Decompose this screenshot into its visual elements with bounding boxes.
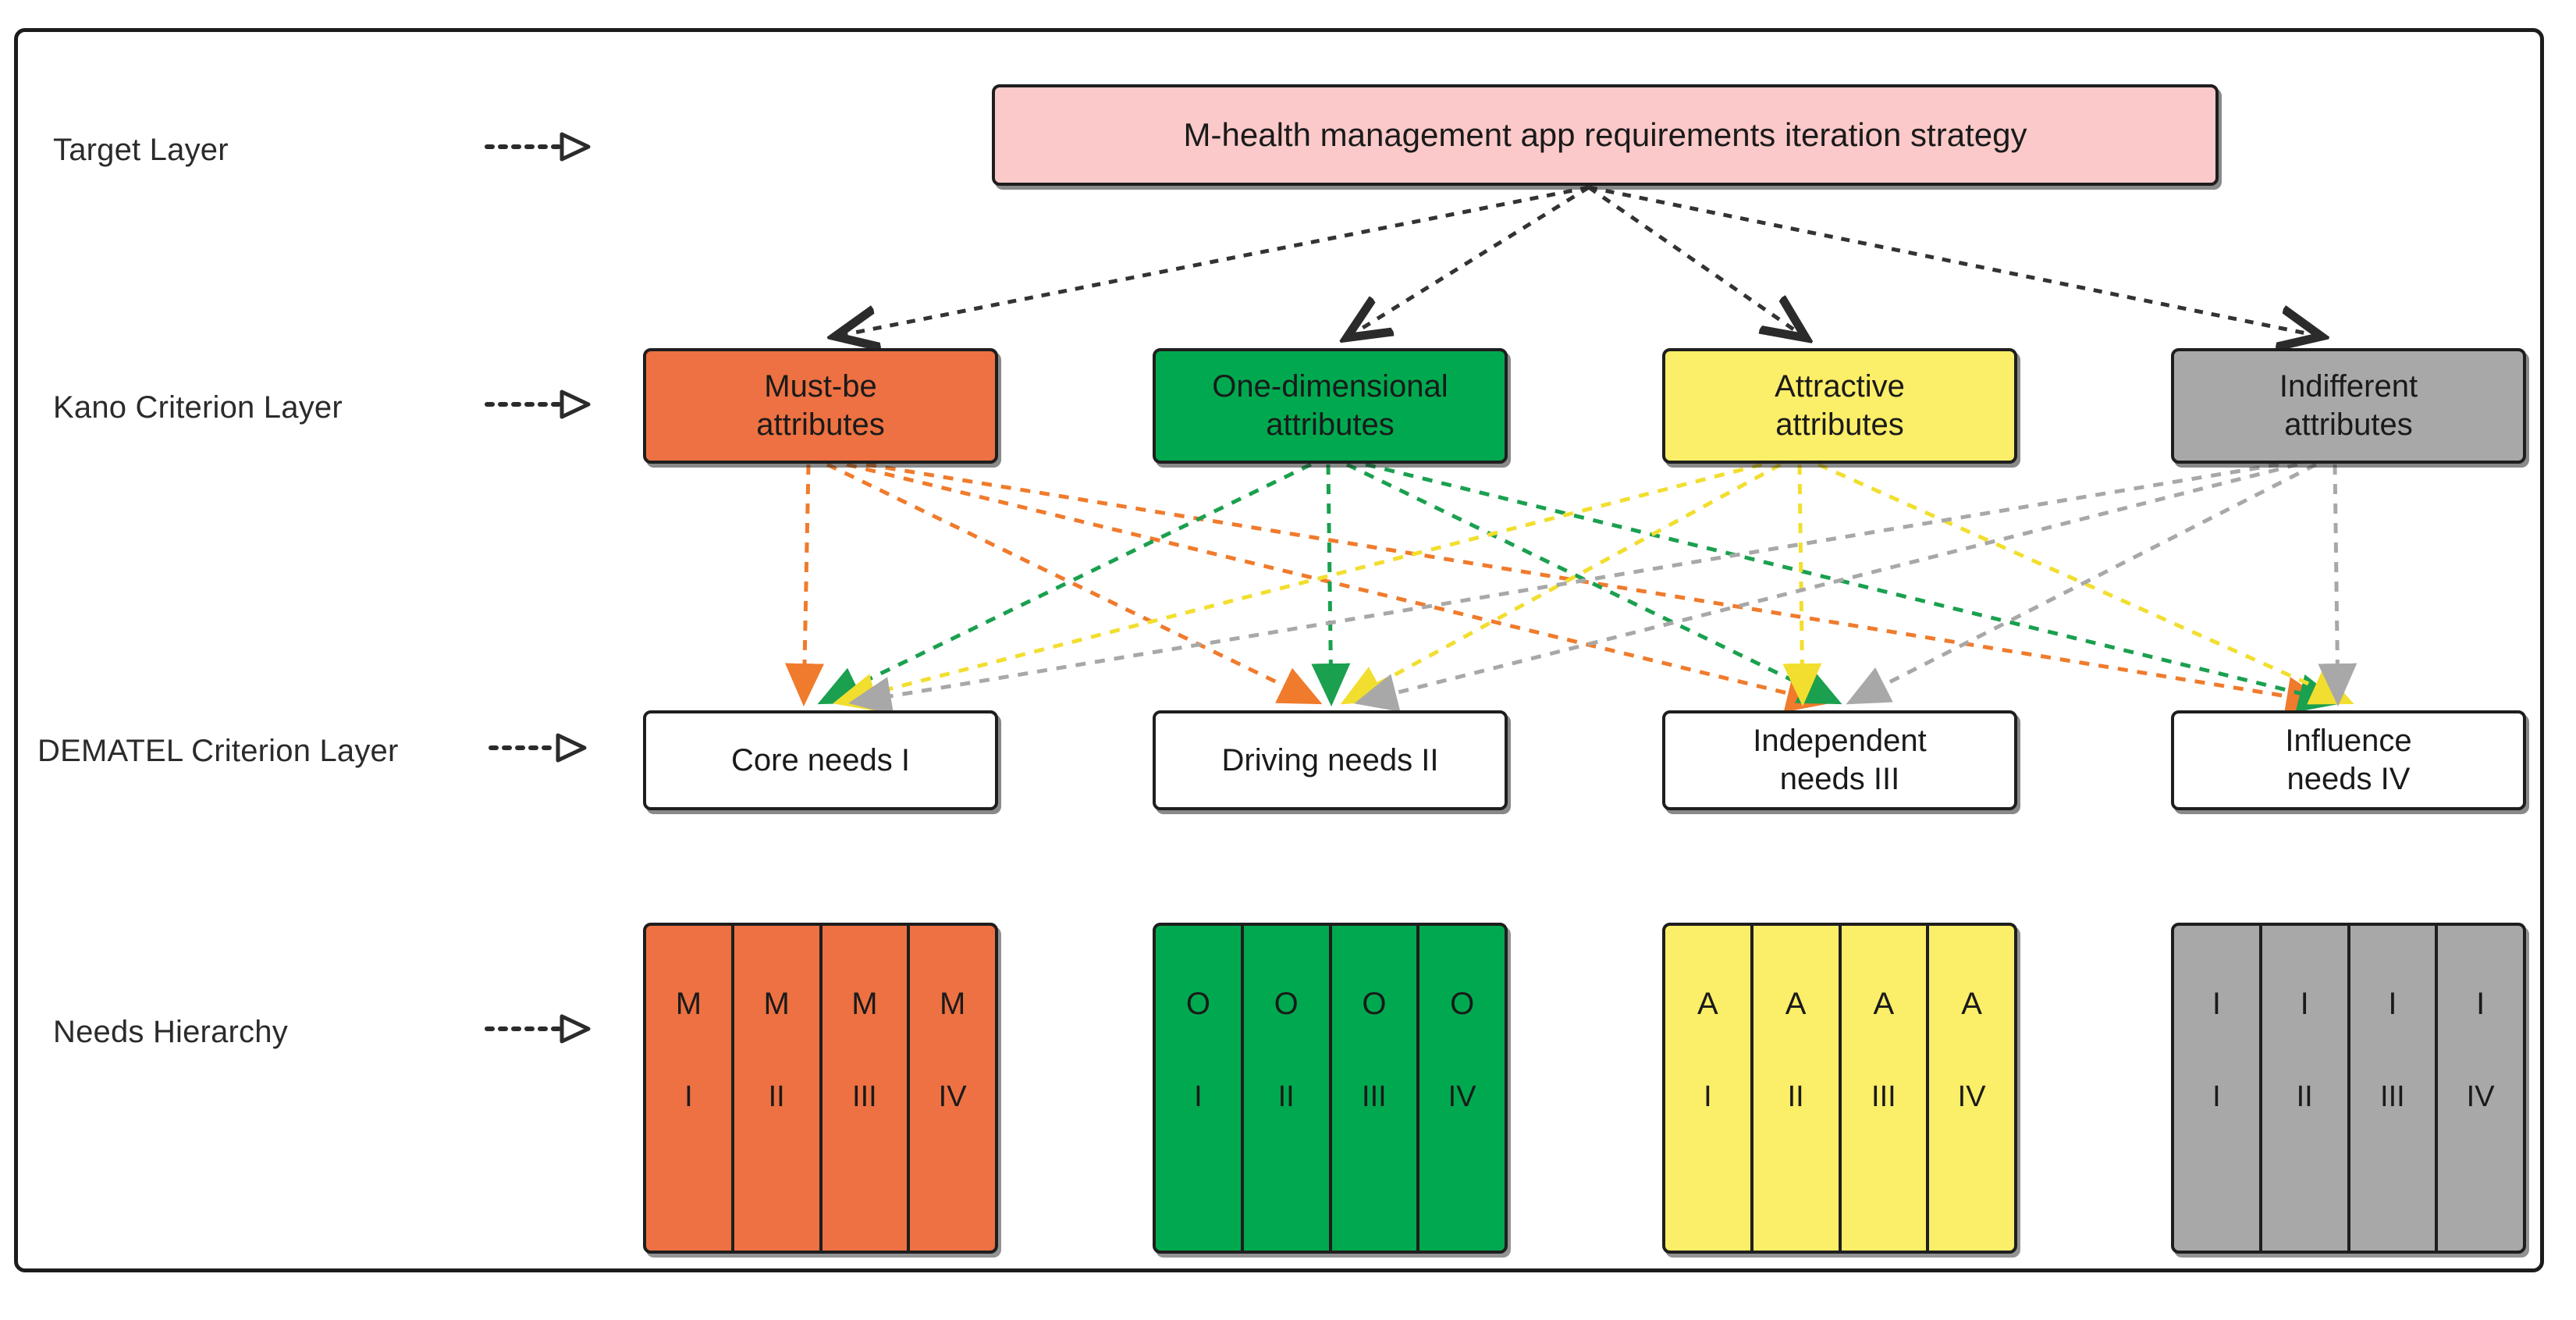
node-target-strategy[interactable]: M-health management app requirements ite… — [992, 84, 2219, 186]
hierarchy-cell-number: I — [2212, 1080, 2221, 1113]
hierarchy-cell-code: O — [1185, 987, 1210, 1021]
hierarchy-cell[interactable]: A I — [1665, 926, 1753, 1251]
hierarchy-cell-code: M — [675, 987, 702, 1021]
node-kano-one-dimensional[interactable]: One-dimensional attributes — [1153, 348, 1508, 464]
hierarchy-cell-code: M — [851, 987, 878, 1021]
node-dematel-independent-needs-line2: needs III — [1779, 762, 1900, 796]
hierarchy-group-one-dimensional[interactable]: O I O II O III O IV — [1153, 923, 1508, 1254]
hierarchy-cell[interactable]: M IV — [910, 926, 995, 1251]
hierarchy-cell-number: III — [1362, 1080, 1387, 1113]
node-kano-one-dimensional-line1: One-dimensional — [1212, 369, 1448, 404]
node-kano-must-be[interactable]: Must-be attributes — [643, 348, 998, 464]
hierarchy-cell-code: I — [2300, 987, 2309, 1021]
hierarchy-cell[interactable]: O II — [1244, 926, 1332, 1251]
hierarchy-cell-code: O — [1274, 987, 1299, 1021]
hierarchy-cell-code: A — [1873, 987, 1895, 1021]
hierarchy-cell-code: I — [2212, 987, 2221, 1021]
node-kano-indifferent-line1: Indifferent — [2279, 369, 2418, 404]
row-label-dematel-criterion-layer: DEMATEL Criterion Layer — [37, 734, 399, 768]
node-kano-indifferent[interactable]: Indifferent attributes — [2171, 348, 2526, 464]
hierarchy-cell-number: II — [1277, 1080, 1295, 1113]
dotted-arrow-icon — [489, 733, 587, 763]
node-kano-must-be-line1: Must-be — [764, 369, 877, 404]
hierarchy-cell-code: M — [763, 987, 790, 1021]
hierarchy-cell-code: A — [1785, 987, 1807, 1021]
hierarchy-cell-number: IV — [938, 1080, 967, 1113]
hierarchy-cell-number: II — [1787, 1080, 1804, 1113]
hierarchy-cell-number: III — [1871, 1080, 1896, 1113]
hierarchy-cell-code: A — [1697, 987, 1718, 1021]
hierarchy-cell-number: III — [852, 1080, 877, 1113]
hierarchy-cell-code: I — [2476, 987, 2485, 1021]
hierarchy-cell[interactable]: M III — [823, 926, 911, 1251]
row-label-needs-hierarchy: Needs Hierarchy — [53, 1015, 288, 1049]
hierarchy-cell-number: I — [1704, 1080, 1712, 1113]
hierarchy-cell-code: M — [939, 987, 966, 1021]
node-dematel-driving-needs-line1: Driving needs II — [1221, 742, 1439, 777]
node-kano-attractive-line2: attributes — [1775, 407, 1904, 442]
node-target-strategy-label: M-health management app requirements ite… — [1183, 116, 2027, 154]
node-dematel-core-needs[interactable]: Core needs I — [643, 710, 998, 810]
hierarchy-cell[interactable]: A IV — [1929, 926, 2014, 1251]
dotted-arrow-icon — [485, 390, 591, 419]
hierarchy-cell-number: IV — [1957, 1080, 1986, 1113]
hierarchy-cell-number: I — [684, 1080, 693, 1113]
hierarchy-cell[interactable]: O III — [1332, 926, 1420, 1251]
hierarchy-cell-number: III — [2380, 1080, 2405, 1113]
hierarchy-cell[interactable]: A II — [1753, 926, 1842, 1251]
dotted-arrow-icon — [485, 1014, 591, 1044]
hierarchy-cell-code: O — [1450, 987, 1475, 1021]
node-dematel-influence-needs-line2: needs IV — [2286, 762, 2411, 796]
hierarchy-cell[interactable]: A III — [1842, 926, 1930, 1251]
node-dematel-influence-needs-line1: Influence — [2285, 724, 2412, 759]
node-dematel-independent-needs-line1: Independent — [1753, 724, 1927, 759]
hierarchy-group-indifferent[interactable]: I I I II I III I IV — [2171, 923, 2526, 1254]
hierarchy-cell[interactable]: M I — [646, 926, 734, 1251]
hierarchy-cell-number: IV — [1448, 1080, 1476, 1113]
hierarchy-cell[interactable]: I III — [2350, 926, 2439, 1251]
hierarchy-cell[interactable]: I I — [2174, 926, 2262, 1251]
node-dematel-influence-needs[interactable]: Influence needs IV — [2171, 710, 2526, 810]
hierarchy-cell-code: O — [1362, 987, 1387, 1021]
hierarchy-cell-code: I — [2388, 987, 2397, 1021]
hierarchy-cell-number: II — [2296, 1080, 2313, 1113]
hierarchy-cell[interactable]: I IV — [2438, 926, 2523, 1251]
row-label-kano-criterion-layer: Kano Criterion Layer — [53, 390, 343, 425]
node-dematel-independent-needs[interactable]: Independent needs III — [1662, 710, 2017, 810]
hierarchy-group-attractive[interactable]: A I A II A III A IV — [1662, 923, 2017, 1254]
hierarchy-cell-code: A — [1961, 987, 1982, 1021]
node-kano-one-dimensional-line2: attributes — [1266, 407, 1395, 442]
row-label-target-layer: Target Layer — [53, 133, 229, 167]
hierarchy-cell-number: IV — [2466, 1080, 2495, 1113]
hierarchy-group-must-be[interactable]: M I M II M III M IV — [643, 923, 998, 1254]
node-kano-indifferent-line2: attributes — [2284, 407, 2413, 442]
node-kano-attractive-line1: Attractive — [1775, 369, 1905, 404]
hierarchy-cell[interactable]: O IV — [1419, 926, 1505, 1251]
node-dematel-driving-needs[interactable]: Driving needs II — [1153, 710, 1508, 810]
hierarchy-cell-number: I — [1194, 1080, 1203, 1113]
hierarchy-cell[interactable]: I II — [2262, 926, 2350, 1251]
hierarchy-cell[interactable]: M II — [734, 926, 823, 1251]
hierarchy-cell[interactable]: O I — [1156, 926, 1244, 1251]
node-dematel-core-needs-line1: Core needs I — [730, 742, 911, 777]
hierarchy-cell-number: II — [768, 1080, 785, 1113]
node-kano-attractive[interactable]: Attractive attributes — [1662, 348, 2017, 464]
dotted-arrow-icon — [485, 132, 591, 162]
node-kano-must-be-line2: attributes — [756, 407, 885, 442]
